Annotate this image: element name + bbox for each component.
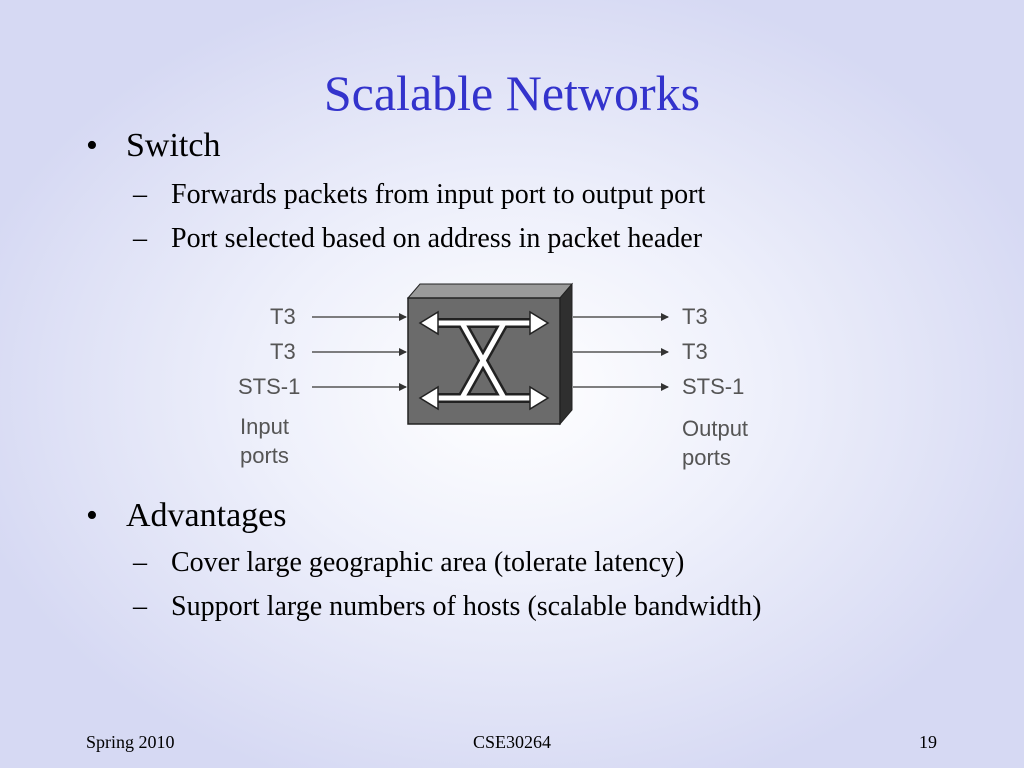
- sub-bullet-geographic: –Cover large geographic area (tolerate l…: [133, 546, 684, 580]
- input-port-label: STS-1: [238, 374, 300, 399]
- switch-diagram-svg: T3 T3 STS-1 Input ports: [238, 282, 748, 470]
- dash-symbol: –: [133, 547, 147, 578]
- sub-bullet-text: Forwards packets from input port to outp…: [171, 179, 706, 210]
- dash-symbol: –: [133, 223, 147, 254]
- bullet-text: Advantages: [126, 497, 287, 534]
- output-caption-line: ports: [682, 445, 731, 470]
- sub-bullet-forwards: –Forwards packets from input port to out…: [133, 178, 705, 212]
- footer-date: Spring 2010: [86, 732, 175, 752]
- switch-diagram: T3 T3 STS-1 Input ports: [230, 276, 770, 476]
- output-caption-line: Output: [682, 416, 748, 441]
- sub-bullet-hosts: –Support large numbers of hosts (scalabl…: [133, 590, 761, 624]
- footer-course: CSE30264: [472, 732, 551, 752]
- output-port-label: T3: [682, 304, 708, 329]
- input-caption-line: Input: [240, 414, 289, 439]
- slide-title: Scalable Networks: [323, 65, 701, 121]
- sub-bullet-text: Cover large geographic area (tolerate la…: [171, 547, 685, 578]
- footer-slide-number: 19: [919, 732, 937, 752]
- sub-bullet-port-selected: –Port selected based on address in packe…: [133, 222, 702, 256]
- bullet-advantages: • Advantages: [86, 496, 287, 536]
- bullet-text: Switch: [126, 127, 221, 164]
- sub-bullet-text: Support large numbers of hosts (scalable…: [171, 591, 762, 622]
- sub-bullet-text: Port selected based on address in packet…: [171, 223, 703, 254]
- output-port-label: T3: [682, 339, 708, 364]
- bullet-symbol: •: [86, 497, 98, 534]
- output-port-label: STS-1: [682, 374, 744, 399]
- input-port-label: T3: [270, 304, 296, 329]
- input-port-label: T3: [270, 339, 296, 364]
- bullet-switch: • Switch: [86, 126, 220, 166]
- dash-symbol: –: [133, 591, 147, 622]
- switch-box: [406, 282, 574, 426]
- bullet-symbol: •: [86, 127, 98, 164]
- dash-symbol: –: [133, 179, 147, 210]
- input-caption-line: ports: [240, 443, 289, 468]
